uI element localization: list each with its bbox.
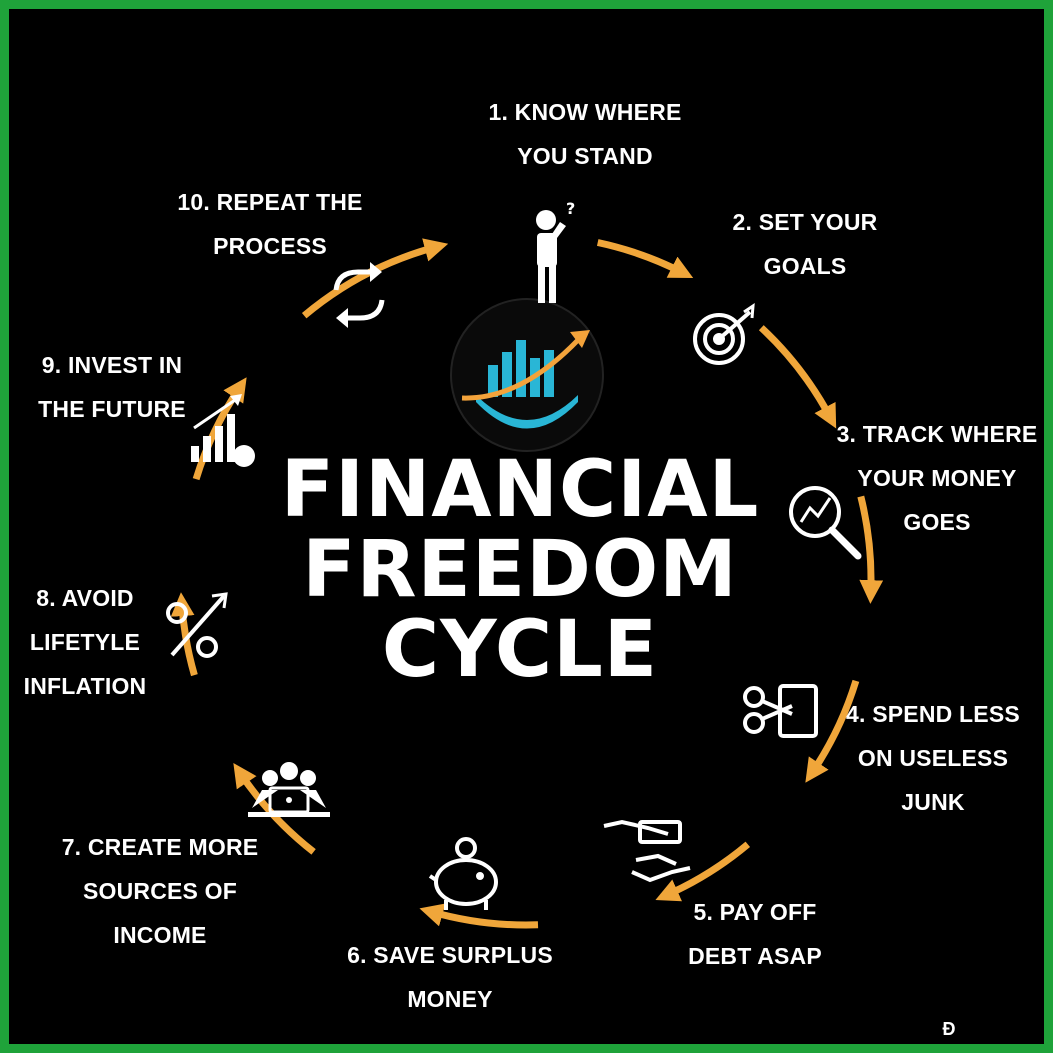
percent-up-icon <box>166 592 228 658</box>
cycle-arrow-6 <box>419 903 539 929</box>
piggy-bank-icon <box>428 837 498 910</box>
cycle-arrow-5 <box>655 841 751 902</box>
team-laptop-icon <box>248 762 330 817</box>
growth-chart-icon <box>191 394 255 467</box>
cycle-arrow-3 <box>857 495 884 604</box>
repeat-icon <box>333 262 385 328</box>
cycle-arrow-1 <box>596 239 694 279</box>
cycle-arrow-2 <box>758 325 837 429</box>
target-icon <box>693 303 755 365</box>
money-handover-icon <box>603 819 691 883</box>
diagram-title: FINANCIAL FREEDOM CYCLE <box>280 445 760 695</box>
thinking-person-icon: ? <box>536 199 575 303</box>
svg-text:?: ? <box>566 199 575 218</box>
watermark-logo-icon: Ɖ <box>918 1018 980 1040</box>
rising-bars-logo-icon <box>450 298 604 452</box>
scissors-card-icon <box>743 684 818 738</box>
cycle-arrow-9 <box>192 377 247 481</box>
magnifier-chart-icon <box>789 486 862 560</box>
cycle-arrow-4 <box>805 679 860 783</box>
